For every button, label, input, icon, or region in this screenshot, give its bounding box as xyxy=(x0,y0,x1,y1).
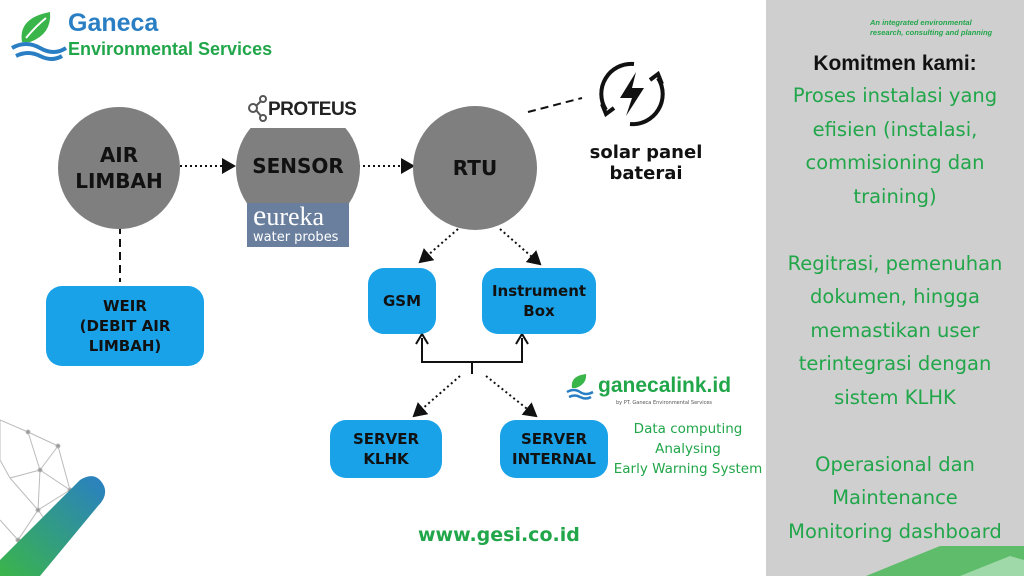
eureka-e: e xyxy=(253,199,267,232)
arrow-to-server-internal xyxy=(485,375,538,418)
eureka-logo: eureka water probes xyxy=(247,201,349,247)
commitment-heading: Komitmen kami: xyxy=(813,52,977,75)
server-klhk-line1: SERVER xyxy=(352,429,419,448)
website-link[interactable]: www.gesi.co.id xyxy=(418,524,580,546)
node-rtu: RTU xyxy=(413,106,537,230)
instrument-line1: Instrument xyxy=(491,281,587,300)
node-sensor: SENSOR xyxy=(236,128,360,206)
commitment-text: Proses instalasi yang efisien (instalasi… xyxy=(766,79,1024,548)
decor-network-mesh xyxy=(0,419,73,543)
commitment-p2-l2: dokumen, hingga xyxy=(810,285,980,308)
data-functions: Data computing Analysing Early Warning S… xyxy=(608,419,768,479)
commitment-p3-l1: Operasional dan xyxy=(815,452,975,476)
tagline-line2: research, consulting and planning xyxy=(870,28,993,37)
ganecalink-logo-icon xyxy=(566,372,594,402)
commitment-panel xyxy=(766,0,1024,576)
eureka-name: ureka xyxy=(266,202,325,231)
instrument-line2: Box xyxy=(523,302,555,320)
solar-line1: solar panel xyxy=(589,142,703,163)
ganeca-logo-icon xyxy=(10,8,68,64)
commitment-p2-l5: sistem KLHK xyxy=(834,385,956,409)
commitment-p1-l3: commisioning dan xyxy=(805,151,985,174)
commitment-p2-l4: terintegrasi dengan xyxy=(798,352,992,375)
arrow-to-server-klhk xyxy=(412,375,461,418)
commitment-p3-l2: Maintenance xyxy=(832,486,958,509)
tagline: An integrated environmental research, co… xyxy=(870,18,992,38)
server-internal-line2: INTERNAL xyxy=(512,450,596,468)
node-server-internal: SERVER INTERNAL xyxy=(500,420,608,478)
commitment-p2-l1: Regitrasi, pemenuhan xyxy=(787,251,1003,275)
rtu-label: RTU xyxy=(452,156,498,180)
brand-subtitle: Environmental Services xyxy=(68,39,273,59)
node-weir: WEIR (DEBIT AIR LIMBAH) xyxy=(46,286,204,366)
proteus-logo-text: PROTEUS xyxy=(268,99,357,120)
tagline-line1: An integrated environmental xyxy=(870,18,972,27)
arrow-rtu-to-instrument xyxy=(499,228,542,266)
arrow-rtu-to-gsm xyxy=(418,228,459,264)
weir-line3: LIMBAH) xyxy=(88,337,162,356)
commitment-p1-l4: training) xyxy=(853,184,937,208)
server-internal-line1: SERVER xyxy=(520,429,587,448)
solar-energy-icon xyxy=(594,56,670,132)
server-klhk-line2: KLHK xyxy=(363,450,409,468)
node-server-klhk: SERVER KLHK xyxy=(330,420,442,478)
bracket-join xyxy=(421,338,523,363)
decor-gradient-stripe xyxy=(0,476,106,576)
node-instrument-box: Instrument Box xyxy=(482,268,596,334)
ganecalink-name: ganecalink.id xyxy=(598,374,732,397)
sensor-label: SENSOR xyxy=(252,154,344,178)
eureka-sub: water probes xyxy=(253,230,339,245)
brand-name: Ganeca xyxy=(68,9,159,37)
commitment-p1-l1: Proses instalasi yang xyxy=(792,84,998,107)
solar-line2: baterai xyxy=(609,163,683,184)
commitment-p3-l3: Monitoring dashboard xyxy=(788,519,1002,543)
node-gsm: GSM xyxy=(368,268,436,334)
commitment-p2-l3: memastikan user xyxy=(810,318,980,342)
solar-label: solar panel baterai xyxy=(586,142,706,184)
weir-line1: WEIR xyxy=(103,296,147,315)
proteus-logo-icon xyxy=(246,94,268,124)
data-function-1: Data computing xyxy=(633,421,743,437)
ganecalink-by: by PT. Ganeca Environmental Services xyxy=(616,400,713,406)
line-rtu-to-solar xyxy=(527,97,583,113)
data-function-2: Analysing xyxy=(655,441,721,457)
air-limbah-line1: AIR xyxy=(99,143,139,167)
data-function-3: Early Warning System xyxy=(613,461,763,477)
gsm-label: GSM xyxy=(382,291,422,310)
air-limbah-line2: LIMBAH xyxy=(75,169,163,193)
weir-line2: (DEBIT AIR xyxy=(79,316,171,335)
commitment-p1-l2: efisien (instalasi, xyxy=(812,117,978,141)
